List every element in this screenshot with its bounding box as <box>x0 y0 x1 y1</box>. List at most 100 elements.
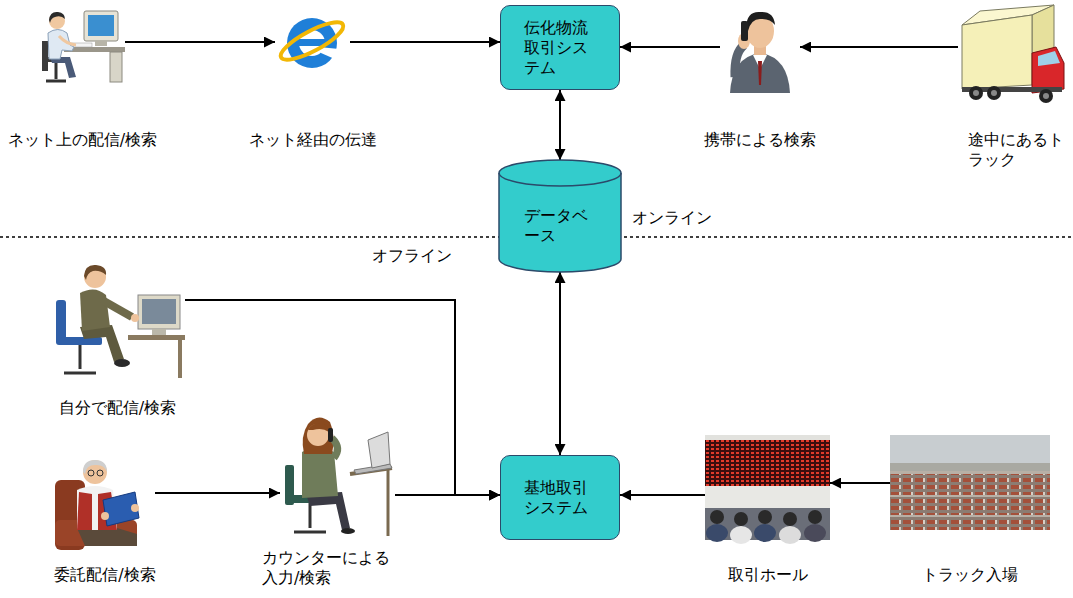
trading-hall-photo-part <box>705 440 830 486</box>
web-user-illustration-part <box>84 11 118 41</box>
node-text-block: 基地取引 システム <box>524 478 596 518</box>
counter-clerk-illustration-part <box>308 423 329 432</box>
browser-logo-illustration-part <box>276 16 347 67</box>
web-user-illustration-part <box>49 12 65 23</box>
counter-clerk-illustration-part <box>303 417 334 454</box>
truck-illustration-part <box>1032 5 1054 55</box>
truck-yard-photo-part <box>890 435 1050 471</box>
trading-hall-photo-part <box>706 524 728 542</box>
node-text-block: データベ ース <box>524 206 596 246</box>
truck-yard-photo <box>890 435 1050 530</box>
flow-arrow <box>620 46 720 48</box>
truck-yard-icon: トラック入場 <box>890 435 1050 530</box>
truck-icon: 途中にあるト ラック <box>958 5 1066 105</box>
flow-arrow <box>559 90 561 160</box>
phone-user-icon: 携帯による検索 <box>720 5 800 93</box>
flow-arrow <box>620 494 705 496</box>
truck-illustration-part <box>987 86 1001 100</box>
trading-hall-photo-part <box>710 510 724 524</box>
self-service-illustration-part <box>80 325 124 362</box>
web-user-illustration-part <box>42 41 48 71</box>
icon-caption: 自分で配信/検索 <box>59 398 176 418</box>
truck-yard-photo-part <box>890 495 1050 497</box>
counter-clerk-illustration-part <box>341 528 355 534</box>
commission-illustration-part <box>88 470 94 476</box>
zone-label: オンライン <box>632 208 712 228</box>
web-user-illustration-part <box>88 15 114 36</box>
trading-hall-photo-part <box>705 435 830 440</box>
web-user-icon: ネット上の配信/検索 <box>40 5 125 83</box>
cylinder-body <box>499 160 621 272</box>
trading-hall-photo-part <box>730 526 752 544</box>
truck-illustration-part <box>969 86 983 100</box>
zone-label: オフライン <box>372 246 452 266</box>
commission-icon: 委託配信/検索 <box>55 450 155 555</box>
truck-illustration-part <box>962 15 1032 89</box>
flow-arrow <box>155 492 280 494</box>
self-service-illustration-part <box>178 340 182 378</box>
counter-clerk-illustration-part <box>294 531 326 534</box>
icon-caption-holder: トラック入場 <box>922 565 1018 585</box>
phone-user-illustration-part <box>758 61 762 85</box>
trading-hall-photo-part <box>758 510 772 524</box>
trading-hall-photo-part <box>705 486 830 508</box>
commission-illustration-part <box>101 512 109 520</box>
icon-caption-holder: 携帯による検索 <box>704 130 816 150</box>
self-service-illustration-part <box>60 337 102 345</box>
counter-clerk-illustration-part <box>306 492 350 530</box>
truck-illustration-part <box>973 90 979 96</box>
web-user-illustration <box>42 11 125 82</box>
browser-logo-illustration <box>276 16 347 68</box>
self-service-illustration-part <box>114 359 130 367</box>
web-user-illustration-part <box>110 52 122 82</box>
flow-arrow <box>125 41 275 43</box>
trading-hall-photo-part <box>779 526 801 544</box>
node-inner: 伝化物流 取引シス テム <box>501 6 619 89</box>
trading-hall-photo-part <box>734 512 748 526</box>
truck-yard-photo-part <box>890 515 1050 517</box>
commission-illustration <box>55 460 139 550</box>
trading-hall-photo-part <box>754 524 776 542</box>
self-service-illustration-part <box>152 329 166 335</box>
icon-caption: 取引ホール <box>728 565 808 585</box>
system-label: 基地取引 システム <box>524 478 596 518</box>
icon-caption-holder: ネット上の配信/検索 <box>8 130 157 150</box>
counter-clerk-illustration <box>285 417 392 536</box>
system-label: データベ ース <box>524 206 596 246</box>
self-service-illustration-part <box>128 335 185 340</box>
self-service-illustration-part <box>79 345 82 369</box>
icon-caption: 途中にあるト ラック <box>968 130 1072 170</box>
browser-icon: ネット経由の伝達 <box>275 5 350 77</box>
trading-hall-photo-part <box>808 510 822 524</box>
web-user-illustration-part <box>46 80 66 83</box>
zone-label-text: オフライン <box>372 246 452 265</box>
commission-illustration-part <box>131 504 139 512</box>
cylinder-rim <box>499 173 621 186</box>
self-service-illustration-part <box>131 314 139 322</box>
phone-user-illustration-part <box>746 12 775 31</box>
counter-clerk-illustration-part <box>332 438 338 458</box>
flow-arrow <box>559 272 561 455</box>
phone-user-illustration-part <box>735 45 744 77</box>
icon-caption: 携帯による検索 <box>704 130 816 150</box>
icon-caption-holder: カウンターによる 入力/検索 <box>262 548 398 588</box>
phone-user-illustration-part <box>741 21 748 41</box>
truck-illustration-part <box>1032 47 1064 93</box>
commission-illustration-part <box>83 460 107 484</box>
flow-arrow <box>800 46 958 48</box>
flow-arrow <box>395 494 500 496</box>
system-box: 基地取引 システム <box>500 455 620 540</box>
truck-yard-photo-part <box>890 471 1050 530</box>
commission-illustration-part <box>77 528 137 546</box>
icon-caption-holder: 取引ホール <box>728 565 808 585</box>
truck-illustration-part <box>1038 51 1060 66</box>
self-service-illustration-part <box>142 299 176 324</box>
icon-caption: カウンターによる 入力/検索 <box>262 548 398 588</box>
web-user-illustration-part <box>50 57 76 78</box>
truck-illustration-part <box>1043 93 1049 99</box>
counter-clerk-icon: カウンターによる 入力/検索 <box>280 410 395 540</box>
commission-illustration-part <box>77 492 92 530</box>
self-service-illustration-part <box>102 300 132 317</box>
